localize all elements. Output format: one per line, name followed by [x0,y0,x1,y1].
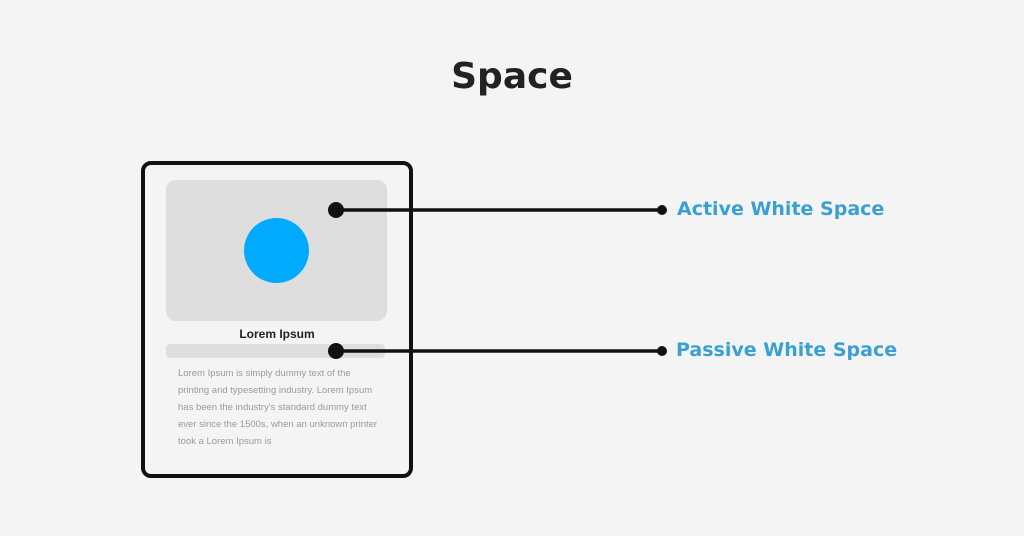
passive-white-space-label: Passive White Space [676,339,898,361]
card-heading: Lorem Ipsum [239,327,315,341]
card-body-text: Lorem Ipsum is simply dummy text of the … [178,368,378,447]
passive-end-dot [657,346,667,356]
page-title: Space [451,56,573,97]
image-placeholder [166,180,387,321]
active-end-dot [657,205,667,215]
active-connector [328,202,667,218]
card-mockup: Lorem Ipsum Lorem Ipsum is simply dummy … [141,161,413,478]
passive-start-dot [328,343,344,359]
passive-connector [328,343,667,359]
circle-graphic [244,218,309,283]
active-start-dot [328,202,344,218]
active-white-space-label: Active White Space [677,198,885,220]
